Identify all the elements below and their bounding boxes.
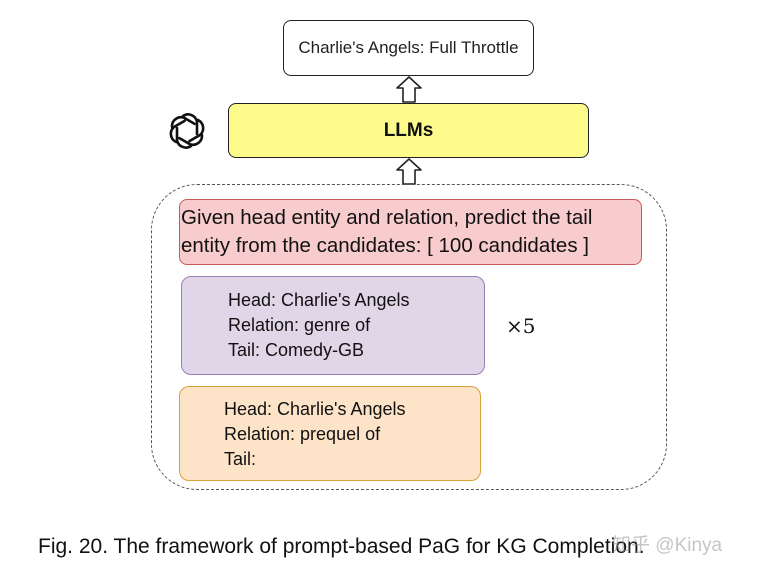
example-box: Head: Charlie's Angels Relation: genre o… bbox=[181, 276, 485, 375]
prompt-frame bbox=[151, 184, 667, 490]
instruction-box: Given head entity and relation, predict … bbox=[179, 199, 642, 265]
instruction-line-2: entity from the candidates: [ 100 candid… bbox=[181, 234, 589, 257]
output-box: Charlie's Angels: Full Throttle bbox=[283, 20, 534, 76]
query-tail: Tail: bbox=[224, 449, 257, 469]
query-box: Head: Charlie's Angels Relation: prequel… bbox=[179, 386, 481, 481]
instruction-line-1: Given head entity and relation, predict … bbox=[181, 206, 593, 229]
repeat-label: ×5 bbox=[506, 314, 536, 338]
query-relation: Relation: prequel of bbox=[224, 424, 381, 444]
example-tail: Tail: Comedy-GB bbox=[228, 340, 365, 360]
figure-caption: Fig. 20. The framework of prompt-based P… bbox=[38, 535, 645, 558]
watermark: 知乎 @Kinya bbox=[612, 535, 723, 556]
openai-logo-icon bbox=[169, 113, 205, 149]
llm-box: LLMs bbox=[228, 103, 589, 158]
arrow-prompt-to-llm-icon bbox=[396, 158, 422, 185]
example-head: Head: Charlie's Angels bbox=[228, 290, 410, 310]
output-text: Charlie's Angels: Full Throttle bbox=[298, 38, 519, 57]
llm-label: LLMs bbox=[383, 119, 434, 141]
arrow-llm-to-output-icon bbox=[396, 76, 422, 103]
example-relation: Relation: genre of bbox=[228, 315, 371, 335]
query-head: Head: Charlie's Angels bbox=[224, 399, 406, 419]
